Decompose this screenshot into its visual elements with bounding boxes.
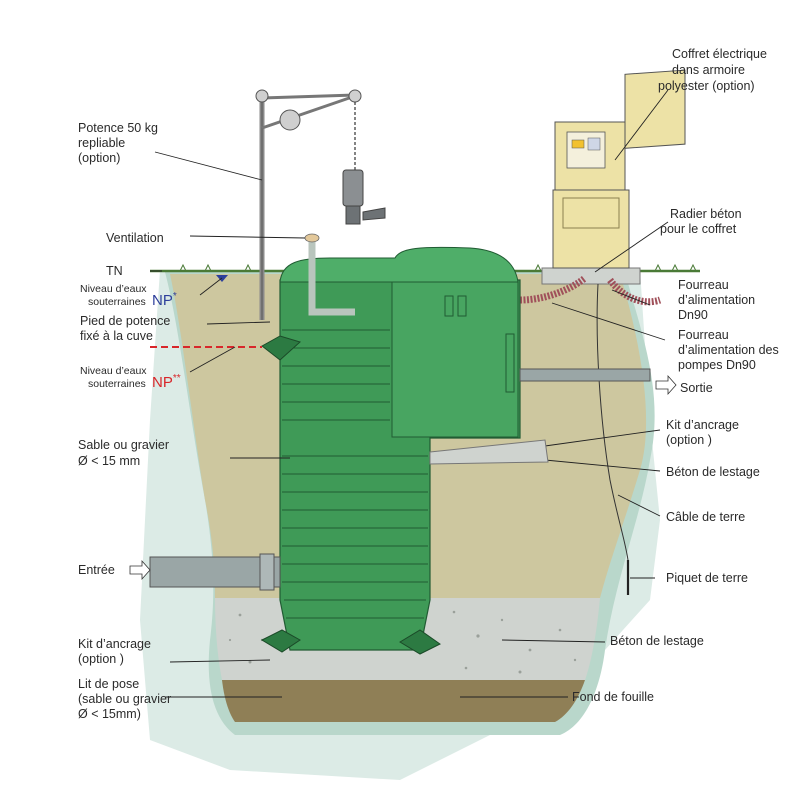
label-entree: Entrée	[78, 563, 115, 577]
lower-anchor-fin	[260, 629, 301, 653]
label-cable: Câble de terre	[666, 510, 745, 524]
label-tn: TN	[106, 264, 123, 278]
tank-top	[279, 246, 519, 283]
np2-mark: NP**	[152, 373, 181, 391]
davit-arm	[261, 93, 356, 130]
ventilation-cap	[304, 233, 320, 243]
label-kit-top: Kit d’ancrage (option )	[666, 418, 742, 447]
davit	[255, 89, 386, 320]
label-fourreau-alim: Fourreau d’alimentation Dn90	[678, 278, 759, 322]
label-coffret: Coffret électrique dans armoire polyeste…	[658, 47, 770, 93]
label-beton-bottom: Béton de lestage	[610, 634, 704, 648]
pump-conduit	[519, 275, 588, 304]
grass-tufts	[179, 263, 697, 272]
pipes	[149, 233, 651, 591]
leader-lines	[154, 89, 669, 698]
label-radier: Radier béton pour le coffret	[660, 207, 745, 236]
label-sable: Sable ou gravier Ø < 15 mm	[78, 438, 173, 468]
label-fourreau-pompes: Fourreau d’alimentation des pompes Dn90	[678, 328, 782, 372]
label-pied: Pied de potence fixé à la cuve	[80, 314, 174, 343]
label-kit-bottom: Kit d’ancrage (option )	[78, 637, 154, 666]
label-fond: Fond de fouille	[572, 690, 654, 704]
cabinet-assembly	[541, 69, 686, 285]
label-lit: Lit de pose (sable ou gravier Ø < 15mm)	[78, 677, 175, 721]
concrete-speckle	[228, 610, 577, 674]
tank	[260, 246, 521, 655]
corrugations	[282, 329, 428, 619]
winch	[279, 109, 301, 131]
label-sortie: Sortie	[680, 381, 713, 395]
bedding-layer	[222, 680, 585, 722]
label-piquet: Piquet de terre	[666, 571, 748, 585]
cabinet-base	[552, 189, 630, 269]
label-np2: Niveau d’eaux souterraines	[80, 365, 149, 390]
tank-upper-chamber	[391, 281, 519, 438]
label-beton-top: Béton de lestage	[666, 465, 760, 479]
ventilation-pipe	[308, 240, 355, 316]
label-potence: Potence 50 kg repliable (option)	[78, 121, 161, 165]
label-ventilation: Ventilation	[106, 231, 164, 245]
label-np1: Niveau d’eaux souterraines	[80, 283, 149, 308]
sortie-arrow	[655, 374, 677, 396]
outlet-pipe	[519, 368, 651, 382]
upper-anchor-fin	[261, 335, 301, 361]
entree-arrow	[129, 559, 151, 581]
submersible-pump	[342, 169, 386, 225]
lower-anchor-fin-right	[399, 629, 441, 655]
inlet-pipe	[149, 556, 281, 588]
earth-cable	[596, 283, 629, 561]
cabinet-door	[624, 69, 686, 149]
labels: Coffret électrique dans armoire polyeste…	[78, 47, 782, 721]
np1-mark: NP*	[152, 291, 177, 309]
upper-ballast-concrete	[429, 439, 549, 465]
concrete-pad	[541, 267, 641, 285]
